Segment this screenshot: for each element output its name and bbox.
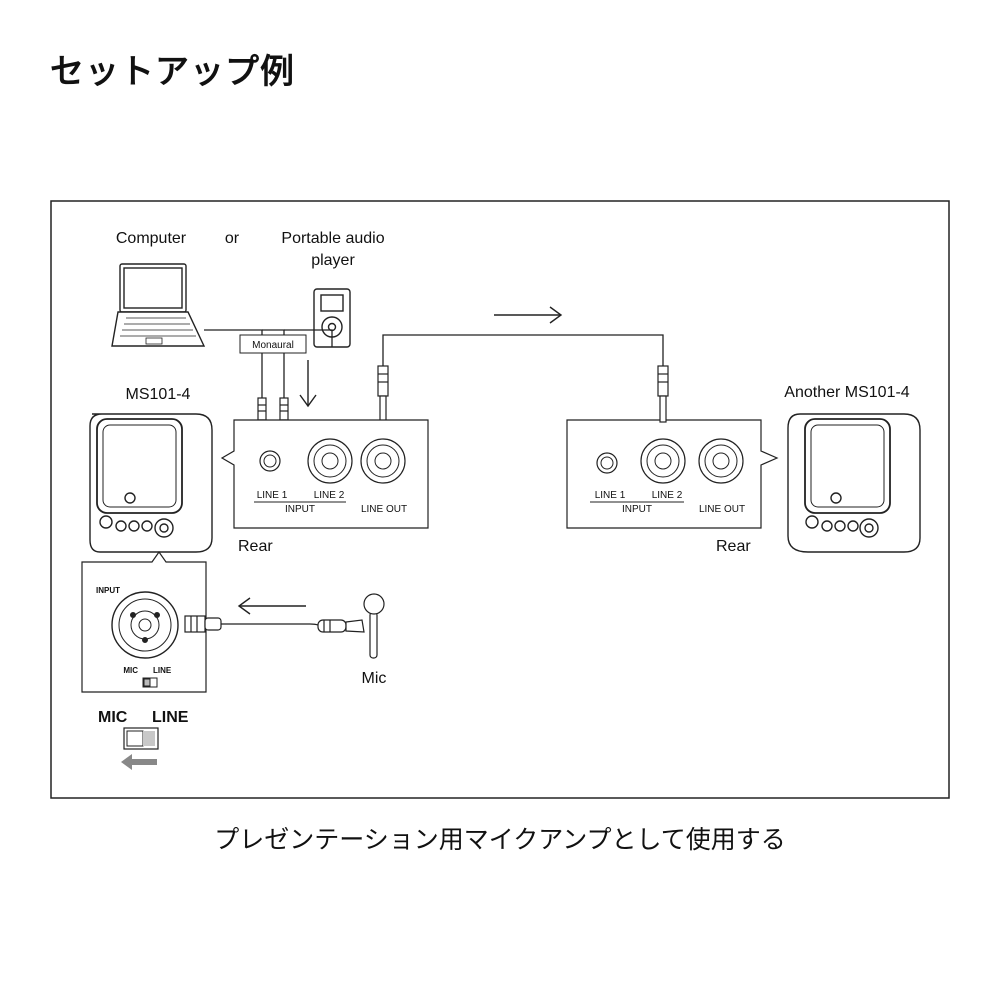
- left-rear-label: Rear: [238, 538, 273, 555]
- plug-right-line2-icon: [657, 365, 669, 423]
- right-jack-line2: [640, 438, 686, 484]
- page-caption: プレゼンテーション用マイクアンプとして使用する: [214, 825, 786, 854]
- left-speaker-icon: [89, 413, 213, 553]
- monaural-box: [239, 334, 307, 354]
- portable-player-label-1: Portable audio: [281, 230, 384, 247]
- left-speaker-name: MS101-4: [126, 386, 191, 403]
- right-line1-label: LINE 1: [595, 490, 626, 501]
- combo-jack-icon: [111, 591, 179, 659]
- switch-line-label: LINE: [152, 709, 189, 726]
- left-jack-line2: [307, 438, 353, 484]
- arrow-down-icon: [299, 360, 317, 408]
- front-input-label: INPUT: [96, 586, 120, 595]
- left-lineout-label: LINE OUT: [361, 504, 407, 515]
- mic-cable: [221, 623, 323, 629]
- left-line2-label: LINE 2: [314, 490, 345, 501]
- xlr-plug-icon: [184, 615, 222, 633]
- plug-lineout-icon: [377, 365, 389, 423]
- switch-direction-arrow-icon: [121, 754, 157, 770]
- left-input-label: INPUT: [285, 504, 315, 515]
- portable-player-label-2: player: [311, 252, 355, 269]
- or-label: or: [225, 230, 240, 247]
- mic-line-switch: [123, 727, 159, 750]
- switch-mic-label: MIC: [98, 709, 128, 726]
- right-speaker-name: Another MS101-4: [784, 384, 910, 401]
- right-lineout-label: LINE OUT: [699, 504, 745, 515]
- left-line1-label: LINE 1: [257, 490, 288, 501]
- right-rear-label: Rear: [716, 538, 751, 555]
- laptop-icon: [111, 263, 206, 347]
- link-cable: [382, 334, 664, 366]
- arrow-right-icon: [494, 306, 563, 324]
- mic-label: Mic: [362, 670, 387, 687]
- right-jack-line1: [596, 452, 618, 474]
- front-line-label: LINE: [153, 666, 172, 675]
- right-speaker-icon: [787, 413, 921, 553]
- right-input-label: INPUT: [622, 504, 652, 515]
- computer-label: Computer: [116, 230, 187, 247]
- left-jack-lineout: [360, 438, 406, 484]
- arrow-left-icon: [237, 597, 306, 615]
- right-jack-lineout: [698, 438, 744, 484]
- source-cables: [204, 329, 333, 400]
- portable-player-icon: [313, 288, 351, 348]
- mic-icon: [317, 593, 385, 659]
- left-jack-line1: [259, 450, 281, 472]
- page-title: セットアップ例: [50, 52, 295, 92]
- diagram-frame: [50, 200, 950, 799]
- right-line2-label: LINE 2: [652, 490, 683, 501]
- small-mic-line-switch: [142, 677, 158, 688]
- monaural-label: Monaural: [252, 340, 294, 351]
- front-mic-label: MIC: [123, 666, 138, 675]
